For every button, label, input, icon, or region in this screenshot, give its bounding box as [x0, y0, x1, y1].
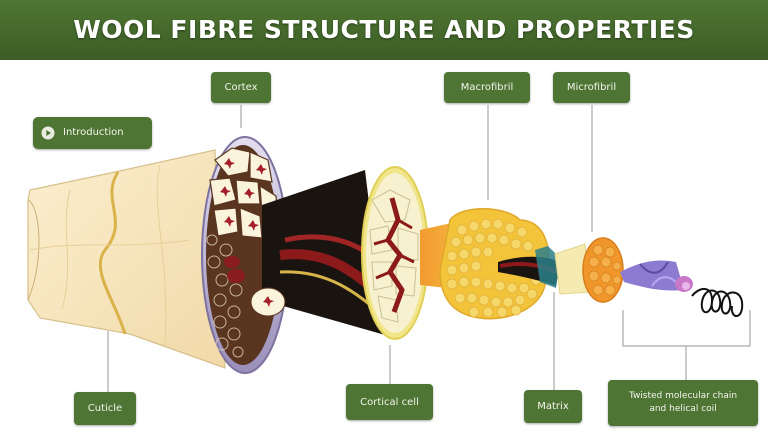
microfibril-label: Microfibril: [553, 72, 630, 103]
cuticle-cylinder: [27, 149, 226, 369]
play-icon: [41, 126, 55, 140]
page-title: WOOL FIBRE STRUCTURE AND PROPERTIES: [73, 15, 695, 44]
leader-lines: [107, 105, 751, 392]
cuticle-label: Cuticle: [74, 392, 136, 425]
macrofibril-label: Macrofibril: [444, 72, 530, 103]
twisted-chain-label: Twisted molecular chain and helical coil: [608, 380, 758, 426]
matrix-label: Matrix: [524, 390, 582, 423]
cortical-cell-section: [361, 166, 429, 340]
introduction-label: Introduction: [63, 127, 124, 138]
macrofibril-bundle: [439, 208, 560, 320]
title-bar: [0, 0, 768, 60]
introduction-button[interactable]: Introduction: [33, 117, 152, 149]
cortex-label: Cortex: [211, 72, 271, 103]
twisted-chain-label-line1: Twisted molecular chain: [628, 391, 738, 401]
cortical-cell-label: Cortical cell: [346, 384, 433, 420]
helix-chain: [620, 260, 744, 317]
twisted-chain-label-line2: and helical coil: [649, 404, 717, 414]
microfibril-bundle: [582, 237, 624, 303]
